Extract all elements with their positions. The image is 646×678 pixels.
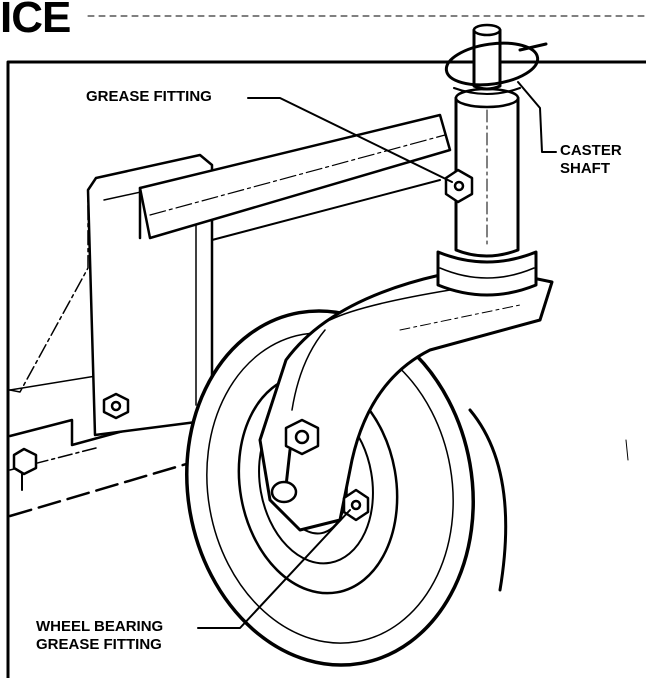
- deck-plate: [9, 189, 89, 393]
- wheel-bearing-grease-fitting: [342, 488, 370, 522]
- leader-wheel: [197, 509, 351, 629]
- frame-arm-lower: [211, 179, 441, 241]
- fork-crease: [329, 289, 451, 321]
- fork-crease-2: [291, 329, 326, 411]
- far-left-bolt: [12, 447, 38, 491]
- upper-grease-fitting: [444, 168, 474, 204]
- label-wheel-line1: WHEEL BEARING: [36, 618, 164, 635]
- label-grease-fitting: GREASE FITTING: [86, 88, 212, 106]
- page-heading: ICE: [0, 0, 71, 42]
- label-grease-fitting-text: GREASE FITTING: [86, 88, 212, 105]
- deck-lower-dash: [9, 447, 97, 471]
- label-caster-line1: CASTER: [560, 142, 622, 159]
- axle-bolt: [270, 418, 320, 504]
- frame-arm: [138, 113, 452, 240]
- frame-arm-centerline: [149, 134, 446, 216]
- label-wheel-bearing: WHEEL BEARING GREASE FITTING: [36, 618, 163, 654]
- label-wheel-line2: GREASE FITTING: [36, 636, 162, 653]
- caster-fork: [258, 263, 554, 532]
- leader-caster: [517, 81, 557, 153]
- caster-shaft: [436, 23, 548, 297]
- leader-grease: [247, 97, 453, 183]
- edge-tick: [625, 439, 629, 461]
- deck-edge: [9, 375, 97, 391]
- deck-bottom: [8, 458, 202, 518]
- frame-border: [6, 60, 646, 678]
- left-bolt: [102, 392, 130, 420]
- label-caster-shaft: CASTER SHAFT: [560, 142, 622, 178]
- label-caster-line2: SHAFT: [560, 160, 610, 177]
